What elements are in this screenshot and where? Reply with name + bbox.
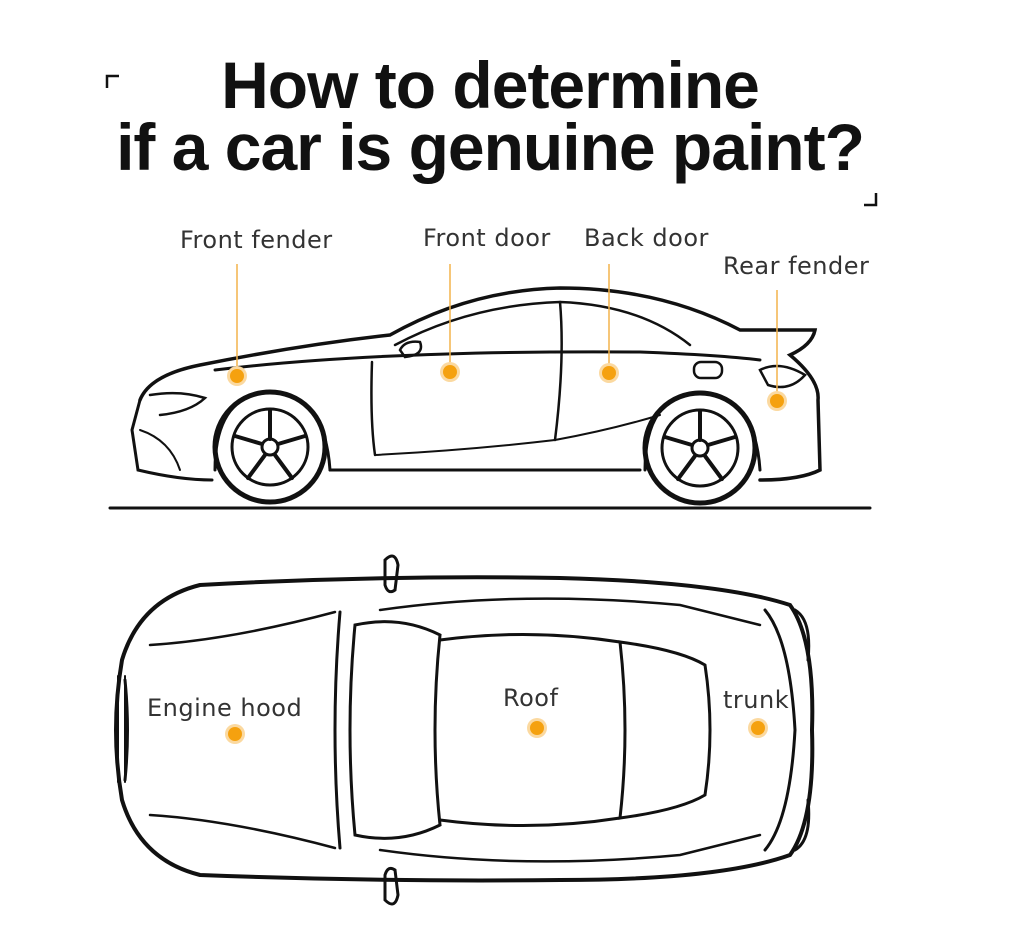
mirror-left bbox=[383, 554, 400, 594]
marker-back-door bbox=[599, 363, 619, 383]
marker-front-fender bbox=[227, 366, 247, 386]
marker-rear-fender bbox=[767, 391, 787, 411]
title-line-2: if a car is genuine paint? bbox=[116, 110, 865, 184]
marker-engine-hood bbox=[225, 724, 245, 744]
label-rear-fender: Rear fender bbox=[723, 252, 870, 280]
body-upper bbox=[138, 286, 822, 482]
leader-lines bbox=[236, 264, 778, 395]
markers bbox=[225, 362, 787, 744]
label-trunk: trunk bbox=[723, 686, 790, 714]
title-line-1: How to determine bbox=[221, 48, 760, 122]
label-engine-hood: Engine hood bbox=[147, 694, 303, 722]
corner-bracket-bottom-right bbox=[864, 193, 878, 207]
mirror-right bbox=[383, 866, 400, 906]
front-wheel bbox=[212, 389, 328, 505]
rear-wheel bbox=[642, 390, 758, 506]
label-front-door: Front door bbox=[423, 224, 551, 252]
windshield bbox=[348, 620, 442, 840]
label-back-door: Back door bbox=[584, 224, 709, 252]
marker-trunk bbox=[748, 718, 768, 738]
car-top-view bbox=[114, 554, 815, 906]
label-roof: Roof bbox=[503, 684, 559, 712]
car-side-view bbox=[108, 286, 872, 510]
body-outline bbox=[114, 575, 815, 883]
rear-window bbox=[618, 640, 712, 820]
marker-roof bbox=[527, 718, 547, 738]
label-front-fender: Front fender bbox=[180, 226, 333, 254]
marker-front-door bbox=[440, 362, 460, 382]
corner-bracket-top-left bbox=[105, 74, 119, 88]
